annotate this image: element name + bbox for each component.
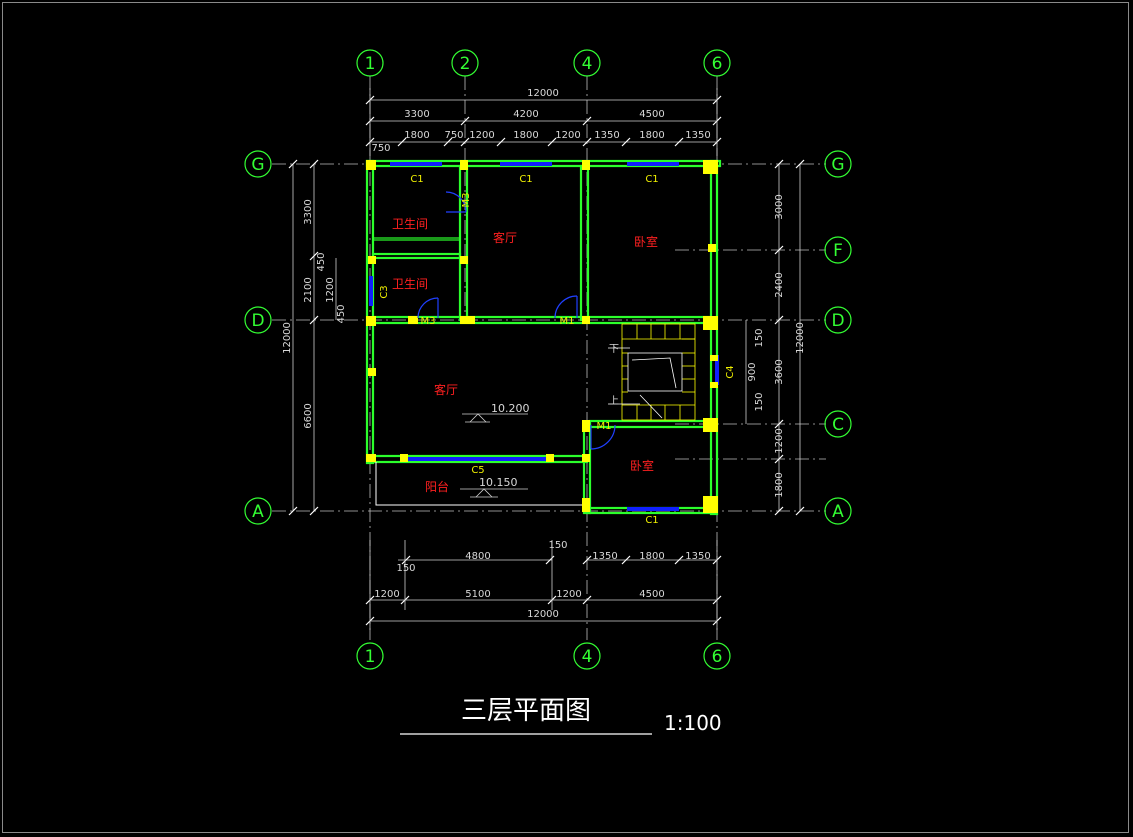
axis-label-right: D	[831, 311, 844, 331]
dim-text: 3300	[303, 199, 314, 224]
room-names: 卫生间 卫生间 客厅 客厅 卧室 卧室 阳台	[392, 217, 658, 494]
axis-label-left: A	[252, 502, 264, 522]
dim-text: 750	[444, 130, 463, 141]
dim-text: 1350	[594, 130, 619, 141]
dim-text: 4800	[465, 551, 490, 562]
room-bathroom: 卫生间	[392, 217, 428, 231]
dim-text: 4500	[639, 109, 664, 120]
window-label: C1	[645, 174, 658, 185]
dim-text: 1350	[685, 551, 710, 562]
room-living: 客厅	[493, 230, 517, 245]
door-label: M1	[560, 316, 575, 327]
dim-text: 6600	[303, 403, 314, 428]
level-markers	[460, 413, 528, 498]
dim-text: 4200	[513, 109, 538, 120]
axis-label-top: 1	[365, 54, 376, 74]
dimension-lines	[288, 88, 805, 630]
doors	[417, 191, 616, 450]
room-balcony: 阳台	[425, 479, 449, 494]
dim-text: 150	[548, 540, 567, 551]
axis-label-bottom: 6	[712, 647, 723, 667]
axis-labels: 1 2 4 6 1 4 6 G D A G F D C A	[251, 54, 844, 667]
drawing-scale: 1:100	[664, 711, 722, 735]
axis-label-top: 4	[582, 54, 593, 74]
dim-text: 900	[747, 362, 758, 381]
level-text: 10.150	[479, 476, 518, 489]
dim-text: 2400	[774, 272, 785, 297]
balcony-rail	[375, 462, 587, 506]
staircase	[608, 323, 696, 421]
door-label: M3	[421, 316, 436, 327]
window-label: C4	[725, 365, 736, 378]
axis-label-left: G	[251, 155, 264, 175]
windows	[369, 162, 719, 511]
dim-text: 1800	[639, 130, 664, 141]
dim-text: 1350	[592, 551, 617, 562]
dim-top-total: 12000	[527, 88, 559, 99]
dim-text: 3600	[774, 359, 785, 384]
room-bathroom: 卫生间	[392, 277, 428, 291]
dim-text: 450	[336, 304, 347, 323]
dim-text: 5100	[465, 589, 490, 600]
axis-label-right: G	[831, 155, 844, 175]
dim-text: 3300	[404, 109, 429, 120]
dim-text: 1350	[685, 130, 710, 141]
dim-text: 12000	[282, 322, 293, 354]
stair-down-label: 下	[609, 344, 619, 355]
window-label: C3	[379, 285, 390, 298]
axis-bubbles	[244, 49, 852, 670]
level-text: 10.200	[491, 402, 530, 415]
dim-text: 1800	[774, 472, 785, 497]
axis-label-right: F	[833, 241, 843, 261]
dim-text: 150	[396, 563, 415, 574]
window-label: C1	[519, 174, 532, 185]
room-living: 客厅	[434, 382, 458, 397]
room-bedroom: 卧室	[634, 234, 658, 249]
axis-label-top: 2	[460, 54, 471, 74]
opening-labels: C1 C1 C1 C1 C3 C4 C5 M3 M3 M1 M1	[379, 174, 736, 526]
dim-text: 2100	[303, 277, 314, 302]
columns	[366, 160, 718, 513]
dim-text: 1200	[325, 277, 336, 302]
axis-label-right: C	[832, 415, 844, 435]
dim-text: 1200	[774, 428, 785, 453]
dim-text: 150	[754, 392, 765, 411]
dim-text: 1200	[556, 589, 581, 600]
dim-text: 1800	[404, 130, 429, 141]
dim-text: 12000	[795, 322, 806, 354]
axis-label-left: D	[251, 311, 264, 331]
dim-text: 1200	[555, 130, 580, 141]
dim-text: 3000	[774, 194, 785, 219]
dim-text: 1200	[469, 130, 494, 141]
door-label: M3	[461, 193, 472, 208]
room-bedroom: 卧室	[630, 458, 654, 473]
axis-label-bottom: 4	[582, 647, 593, 667]
window-label: C1	[645, 515, 658, 526]
axis-label-bottom: 1	[365, 647, 376, 667]
axis-label-top: 6	[712, 54, 723, 74]
walls	[365, 159, 722, 516]
dim-text: 1800	[513, 130, 538, 141]
dim-text: 750	[371, 143, 390, 154]
window-label: C5	[471, 465, 484, 476]
dim-text: 1200	[374, 589, 399, 600]
dim-bottom-total: 12000	[527, 609, 559, 620]
dim-text: 150	[754, 328, 765, 347]
window-label: C1	[410, 174, 423, 185]
stair-up-label: 上	[609, 395, 619, 407]
dim-text: 1800	[639, 551, 664, 562]
dim-text: 4500	[639, 589, 664, 600]
drawing-title: 三层平面图	[461, 696, 591, 726]
dim-text: 450	[316, 252, 327, 271]
door-label: M1	[597, 421, 612, 432]
dimension-texts: 12000 3300 4200 4500 1800 750 1200 1800 …	[282, 88, 806, 620]
axis-label-right: A	[832, 502, 844, 522]
